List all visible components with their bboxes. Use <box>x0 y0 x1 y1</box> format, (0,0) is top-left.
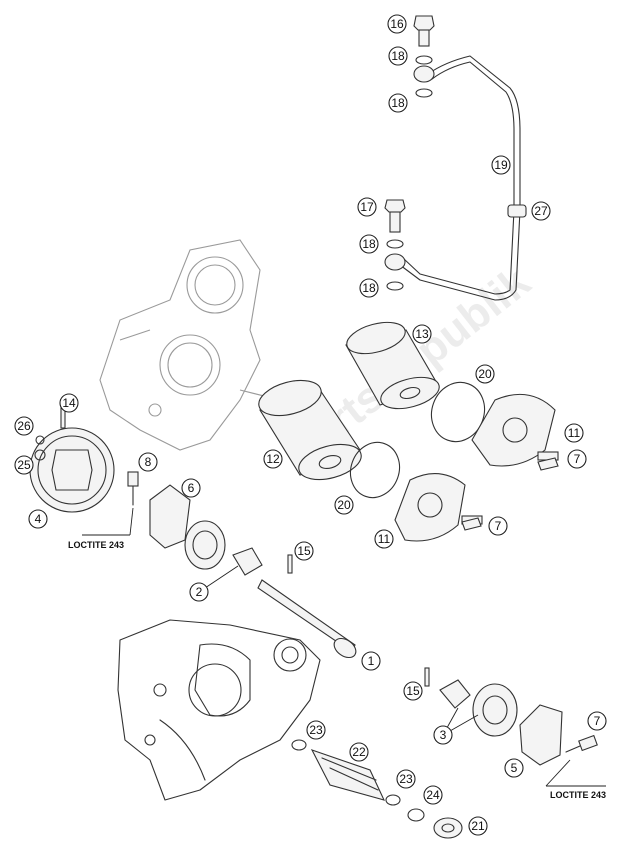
callout-18b: 18 <box>388 93 408 113</box>
pump-rotor-2 <box>184 520 263 576</box>
callout-18a: 18 <box>388 46 408 66</box>
screw-7-upper <box>537 457 559 471</box>
svg-text:25: 25 <box>17 458 31 472</box>
svg-text:4: 4 <box>35 512 42 526</box>
svg-text:21: 21 <box>471 819 485 833</box>
oil-filter-13 <box>345 321 440 410</box>
callout-11a: 11 <box>564 423 584 443</box>
callout-1: 1 <box>361 651 381 671</box>
callout-23a: 23 <box>306 720 326 740</box>
svg-text:16: 16 <box>390 17 404 31</box>
callout-26: 26 <box>14 416 34 436</box>
svg-text:3: 3 <box>440 728 447 742</box>
svg-text:6: 6 <box>188 481 195 495</box>
svg-text:12: 12 <box>266 452 280 466</box>
svg-text:1: 1 <box>368 654 375 668</box>
callout-12: 12 <box>263 449 283 469</box>
svg-text:24: 24 <box>426 788 440 802</box>
svg-text:18: 18 <box>362 237 376 251</box>
svg-text:15: 15 <box>406 684 420 698</box>
svg-text:14: 14 <box>62 396 76 410</box>
oil-line <box>399 55 527 301</box>
svg-text:23: 23 <box>399 772 413 786</box>
callout-4: 4 <box>28 509 48 529</box>
callout-17: 17 <box>357 197 377 217</box>
drain-plug-21 <box>433 817 463 839</box>
callout-15a: 15 <box>294 541 314 561</box>
oil-filter-12 <box>258 379 362 481</box>
banjo-bolt-upper <box>413 15 435 98</box>
svg-text:23: 23 <box>309 723 323 737</box>
svg-text:18: 18 <box>362 281 376 295</box>
callout-20a: 20 <box>475 364 495 384</box>
o-ring-20-lower <box>349 441 401 499</box>
callout-15b: 15 <box>403 681 423 701</box>
svg-text:8: 8 <box>145 455 152 469</box>
callout-7a: 7 <box>567 449 587 469</box>
svg-text:17: 17 <box>360 200 374 214</box>
ring-23-upper <box>291 739 307 751</box>
screw-7-middle <box>461 517 482 531</box>
loctite-label-left: LOCTITE 243 <box>68 540 124 550</box>
callout-18d: 18 <box>359 278 379 298</box>
callout-27: 27 <box>531 201 551 221</box>
callout-7b: 7 <box>488 516 508 536</box>
callout-8: 8 <box>138 452 158 472</box>
filter-cover-lower <box>394 473 483 542</box>
svg-text:18: 18 <box>391 96 405 110</box>
callout-20b: 20 <box>334 495 354 515</box>
callout-13: 13 <box>412 324 432 344</box>
callout-6: 6 <box>181 478 201 498</box>
engine-casing-lower <box>117 619 321 801</box>
callout-16: 16 <box>387 14 407 34</box>
callout-22: 22 <box>349 742 369 762</box>
pin-15-lower <box>424 667 430 687</box>
svg-text:11: 11 <box>568 426 581 440</box>
svg-text:7: 7 <box>495 519 502 533</box>
callout-7c: 7 <box>587 711 607 731</box>
callout-2: 2 <box>189 582 209 602</box>
pin-15-upper <box>287 554 293 574</box>
callout-3: 3 <box>433 725 453 745</box>
callout-11b: 11 <box>374 529 394 549</box>
svg-text:27: 27 <box>534 204 548 218</box>
svg-text:26: 26 <box>17 419 31 433</box>
pump-rotor-3 <box>439 679 518 737</box>
callout-23b: 23 <box>396 769 416 789</box>
ring-24 <box>407 808 425 822</box>
callout-21: 21 <box>468 816 488 836</box>
engine-casing-upper <box>99 239 281 451</box>
svg-text:5: 5 <box>511 761 518 775</box>
filter-cover-upper <box>471 393 559 467</box>
ring-23-lower <box>385 794 401 806</box>
callout-18c: 18 <box>359 234 379 254</box>
svg-text:13: 13 <box>415 327 429 341</box>
svg-text:22: 22 <box>352 745 366 759</box>
svg-text:11: 11 <box>378 532 391 546</box>
svg-text:7: 7 <box>594 714 601 728</box>
cover-plate-5 <box>519 704 563 766</box>
svg-text:18: 18 <box>391 49 405 63</box>
svg-text:7: 7 <box>574 452 581 466</box>
pump-shaft-1 <box>257 579 357 659</box>
callout-25: 25 <box>14 455 34 475</box>
loctite-label-right: LOCTITE 243 <box>550 790 606 800</box>
svg-text:15: 15 <box>297 544 311 558</box>
banjo-bolt-lower <box>384 199 406 291</box>
callout-14: 14 <box>59 393 79 413</box>
svg-text:20: 20 <box>478 367 492 381</box>
screw-8 <box>127 471 139 506</box>
oil-strainer-22 <box>310 749 386 801</box>
screw-7-lower <box>565 734 598 753</box>
oil-pump-gear <box>29 427 115 513</box>
svg-text:19: 19 <box>494 158 508 172</box>
svg-text:20: 20 <box>337 498 351 512</box>
callout-5: 5 <box>504 758 524 778</box>
svg-text:2: 2 <box>196 585 203 599</box>
callout-19: 19 <box>491 155 511 175</box>
callout-24: 24 <box>423 785 443 805</box>
